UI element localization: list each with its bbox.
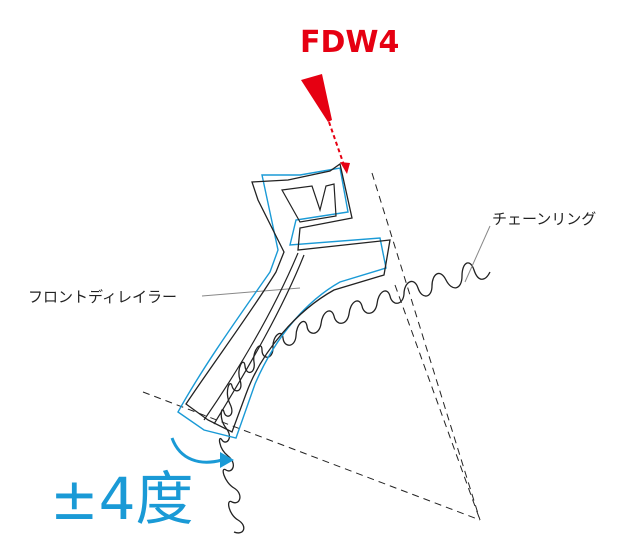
red-arrow-head — [301, 74, 332, 122]
red-arrow-dashes — [328, 121, 346, 169]
front-derailleur-label: フロントディレイラー — [28, 288, 177, 306]
angle-label: ±4度 — [50, 465, 194, 533]
leader-line — [464, 225, 491, 283]
chainring-label: チェーンリング — [492, 210, 597, 228]
derailleur-inner-plate — [203, 252, 299, 421]
derailleur-outline-black — [185, 162, 391, 433]
derailleur-mount-window — [281, 183, 337, 223]
leader-line — [201, 287, 301, 297]
rotation-arrow — [170, 437, 223, 464]
red-arrow-tip — [340, 162, 350, 174]
chainring-wave — [218, 262, 491, 534]
derailleur-outline-blue — [177, 167, 387, 439]
derailleur-inner-plate — [213, 254, 305, 425]
dashed-reference-line — [371, 172, 481, 521]
dashed-reference-line — [142, 391, 481, 521]
diagram-title: FDW4 — [300, 25, 400, 60]
rotation-arrow-head — [220, 452, 234, 468]
dashed-reference-line — [394, 284, 481, 521]
